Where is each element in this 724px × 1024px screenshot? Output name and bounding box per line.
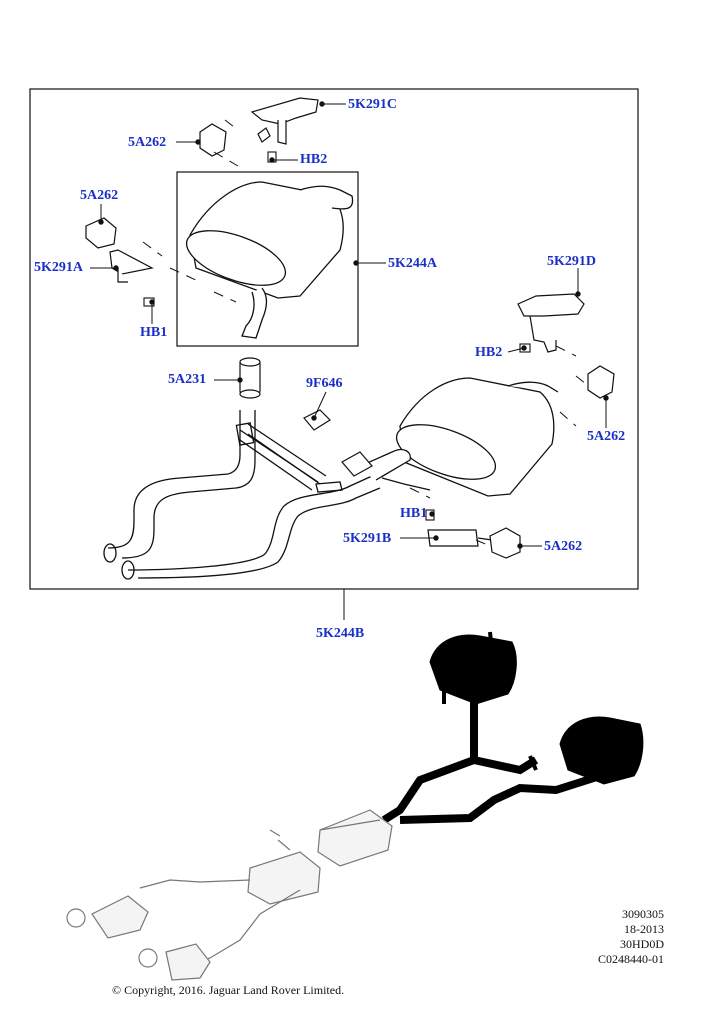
gasket-9f646 <box>303 409 373 477</box>
alignment-lines <box>142 119 587 547</box>
callout-5k244b[interactable]: 5K244B <box>316 626 365 641</box>
muffler-frame <box>176 171 359 347</box>
muffler-left <box>185 181 354 339</box>
main-frame <box>29 88 639 590</box>
reference-codes: 3090305 18-2013 30HD0D C0248440-01 <box>598 907 664 967</box>
copyright-notice: © Copyright, 2016. Jaguar Land Rover Lim… <box>112 983 345 997</box>
callout-hb1-bottom[interactable]: HB1 <box>400 506 428 521</box>
callout-5k291c[interactable]: 5K291C <box>348 97 397 112</box>
callout-hb2-right[interactable]: HB2 <box>475 345 503 360</box>
front-pipes <box>103 410 381 580</box>
callout-5a262-top[interactable]: 5A262 <box>128 135 167 150</box>
leader-lines <box>90 101 609 549</box>
callout-5k291a[interactable]: 5K291A <box>34 260 83 275</box>
ref-code: 30HD0D <box>620 937 664 951</box>
callout-5k244a[interactable]: 5K244A <box>388 256 437 271</box>
callout-5a231[interactable]: 5A231 <box>168 372 207 387</box>
system-overview <box>66 631 644 981</box>
brackets <box>85 97 615 559</box>
overview-highlight <box>381 631 644 824</box>
callout-9f646[interactable]: 9F646 <box>306 376 343 391</box>
muffler-right <box>355 377 559 497</box>
callout-5a262-bottom[interactable]: 5A262 <box>544 539 583 554</box>
ref-code: 3090305 <box>622 907 664 921</box>
callout-5a262-right[interactable]: 5A262 <box>587 429 626 444</box>
ref-code: C0248440-01 <box>598 952 664 966</box>
callout-5k291b[interactable]: 5K291B <box>343 531 392 546</box>
sleeve-5a231 <box>239 357 261 399</box>
ref-code: 18-2013 <box>624 922 664 936</box>
callout-5k291d[interactable]: 5K291D <box>547 254 596 269</box>
overview-front <box>66 809 393 981</box>
callout-hb1-left[interactable]: HB1 <box>140 325 168 340</box>
callout-5a262-left[interactable]: 5A262 <box>80 188 119 203</box>
callout-hb2-top[interactable]: HB2 <box>300 152 328 167</box>
